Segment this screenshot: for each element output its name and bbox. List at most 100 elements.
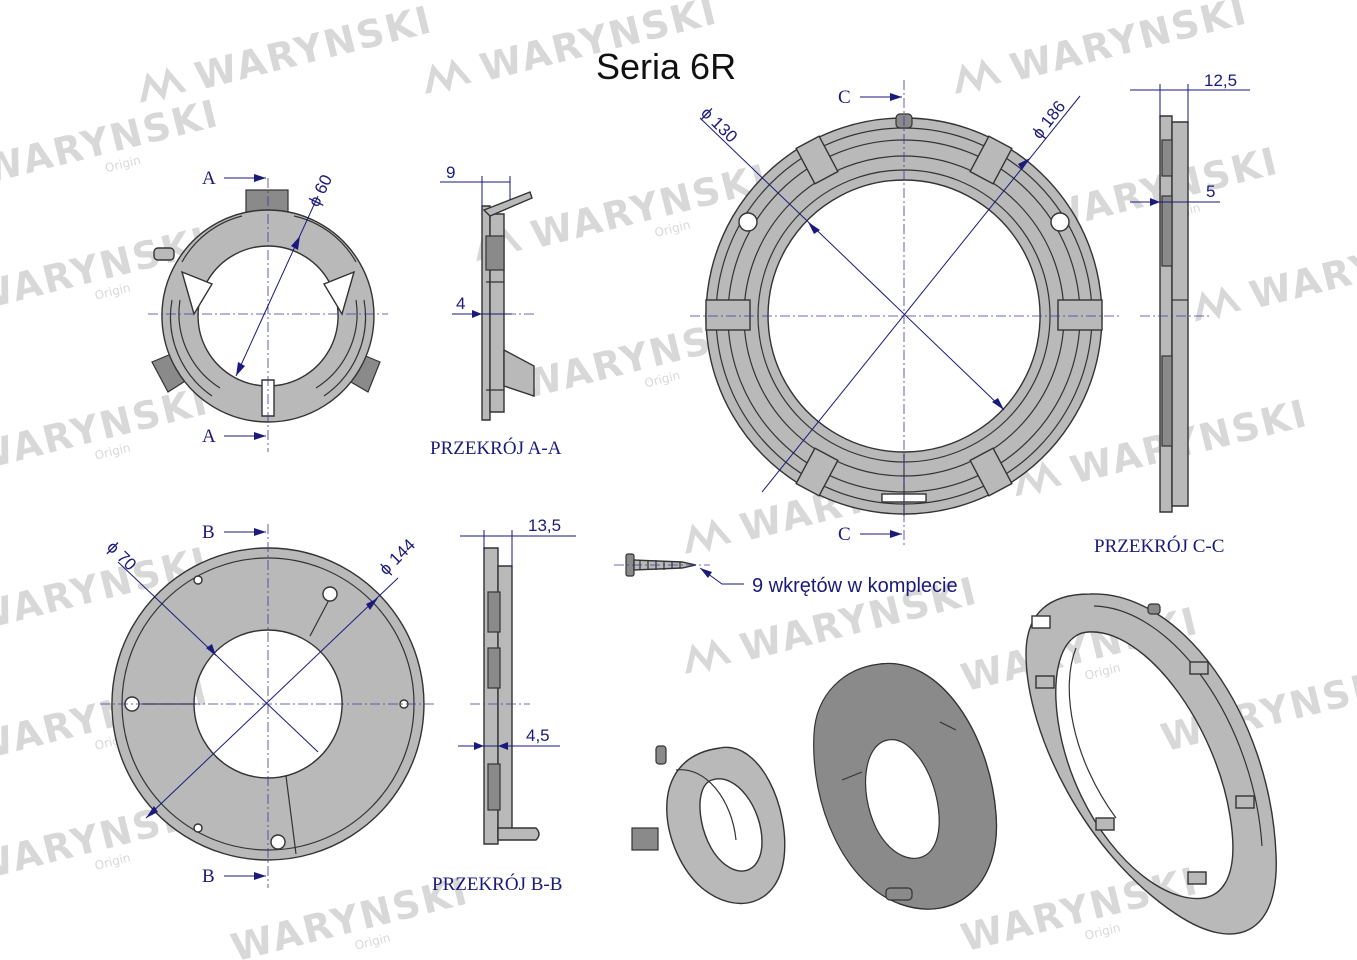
large-ring-view: C C ϕ 130 ϕ 186 bbox=[690, 80, 1120, 548]
iso-clip bbox=[1189, 661, 1209, 675]
watermark-brand: WARYNSKI bbox=[190, 0, 437, 99]
diameter-label: ϕ 60 bbox=[305, 172, 337, 210]
arrow-head-icon bbox=[700, 568, 712, 578]
ring-pin bbox=[153, 247, 175, 261]
section-label: PRZEKRÓJ C-C bbox=[1094, 535, 1224, 557]
ring-groove bbox=[178, 299, 221, 389]
dim-label: 5 bbox=[1206, 182, 1215, 201]
arrow-head-icon bbox=[236, 362, 245, 376]
section-pin bbox=[497, 827, 540, 841]
ring-clip bbox=[795, 447, 839, 497]
iso-plate-split bbox=[939, 721, 957, 731]
iso-tab bbox=[631, 827, 659, 851]
section-bb-view: 13,5 4,5 PRZEKRÓJ B-B bbox=[432, 516, 576, 895]
small-ring-view: A A ϕ 60 bbox=[148, 168, 388, 452]
ring-clip bbox=[705, 299, 751, 331]
iso-groove bbox=[1068, 647, 1117, 819]
section-cut bbox=[487, 763, 501, 811]
plate-hole bbox=[270, 834, 286, 850]
section-letter: B bbox=[202, 866, 215, 887]
plate-split bbox=[285, 775, 297, 855]
arrow-head-icon bbox=[472, 310, 482, 318]
arrow-head-icon bbox=[1150, 198, 1160, 206]
dim-label: 9 bbox=[446, 163, 455, 182]
ring-groove bbox=[169, 299, 213, 397]
iso-groove bbox=[1093, 605, 1263, 847]
arrow-head-icon bbox=[254, 174, 266, 182]
diameter-line bbox=[145, 577, 399, 819]
iso-clip bbox=[1095, 817, 1115, 831]
ring-tab bbox=[245, 189, 289, 213]
dim-label: 4,5 bbox=[526, 726, 550, 745]
iso-plate-body bbox=[813, 662, 998, 910]
iso-clip bbox=[1035, 675, 1055, 689]
watermark: WARYNSKI Origin bbox=[0, 379, 213, 480]
ring-groove bbox=[181, 215, 243, 263]
iso-pin bbox=[655, 745, 667, 765]
section-tab bbox=[503, 348, 535, 397]
section-letter: B bbox=[202, 522, 215, 543]
screw-view: 9 wkrętów w komplecie bbox=[614, 553, 958, 597]
arrow-head-icon bbox=[498, 742, 508, 750]
iso-small-ring bbox=[631, 745, 786, 905]
arrow-head-icon bbox=[1018, 158, 1030, 170]
section-cc-view: 12,5 5 PRZEKRÓJ C-C bbox=[1094, 71, 1250, 557]
section-letter: A bbox=[202, 168, 216, 189]
plate-body bbox=[111, 547, 425, 861]
watermark: WARYNSKI Origin bbox=[0, 91, 223, 192]
arrow-head-icon bbox=[254, 872, 266, 880]
watermark: WARYNSKI bbox=[140, 0, 437, 103]
ring-groove bbox=[315, 299, 358, 389]
ring-lobe bbox=[180, 270, 214, 316]
keyhole bbox=[1050, 212, 1070, 232]
plate-hole bbox=[193, 575, 203, 585]
diameter-line bbox=[699, 117, 1005, 411]
section-tab bbox=[482, 191, 533, 217]
iso-plate bbox=[813, 662, 998, 910]
section-cut bbox=[1161, 195, 1173, 267]
watermark-brand: WARYNSKI bbox=[957, 859, 1204, 960]
iso-clip bbox=[1235, 795, 1255, 809]
section-letter: C bbox=[838, 524, 851, 545]
watermark-brand: WARYNSKI bbox=[1066, 391, 1313, 492]
plate-view: B B ϕ 70 ϕ 144 bbox=[100, 522, 436, 888]
iso-large-ring bbox=[1025, 593, 1277, 935]
section-aa-view: 9 4 PRZEKRÓJ A-A bbox=[430, 163, 562, 459]
watermark-brand: WARYNSKI bbox=[0, 91, 223, 192]
arrow-head-icon bbox=[808, 222, 820, 234]
section-cut bbox=[1161, 139, 1173, 177]
section-cut bbox=[1161, 355, 1173, 447]
ring-lobe bbox=[322, 270, 356, 316]
plate-split bbox=[309, 597, 331, 637]
arrow-head-icon bbox=[146, 806, 158, 818]
section-letter: C bbox=[838, 87, 851, 108]
ring-clip bbox=[795, 135, 839, 185]
watermark-brand: WARYNSKI bbox=[1245, 216, 1357, 317]
arrow-head-icon bbox=[366, 598, 378, 610]
arrow-head-icon bbox=[890, 530, 902, 538]
iso-plate-rim bbox=[879, 662, 998, 910]
diameter-line bbox=[235, 195, 319, 377]
plate-hole bbox=[193, 823, 203, 833]
iso-clip bbox=[1187, 871, 1207, 885]
iso-pin bbox=[885, 887, 913, 901]
screw-note: 9 wkrętów w komplecie bbox=[752, 575, 958, 597]
iso-pin bbox=[1147, 603, 1161, 615]
ring-clip bbox=[969, 447, 1013, 497]
dim-label: 12,5 bbox=[1204, 71, 1237, 90]
iso-slot bbox=[1031, 615, 1051, 629]
dim-label: 13,5 bbox=[528, 516, 561, 535]
watermark-brand: WARYNSKI bbox=[0, 379, 213, 480]
arrow-head-icon bbox=[206, 644, 216, 656]
ring-groove bbox=[323, 299, 367, 397]
arrow-head-icon bbox=[254, 432, 266, 440]
section-profile bbox=[1171, 121, 1189, 507]
section-cut bbox=[487, 591, 501, 633]
diameter-line bbox=[117, 561, 319, 753]
arrow-head-icon bbox=[254, 528, 266, 536]
arrow-head-icon bbox=[890, 93, 902, 101]
iso-large-ring-body bbox=[1025, 593, 1277, 935]
section-cut bbox=[485, 235, 505, 271]
ring-clip bbox=[969, 135, 1013, 185]
